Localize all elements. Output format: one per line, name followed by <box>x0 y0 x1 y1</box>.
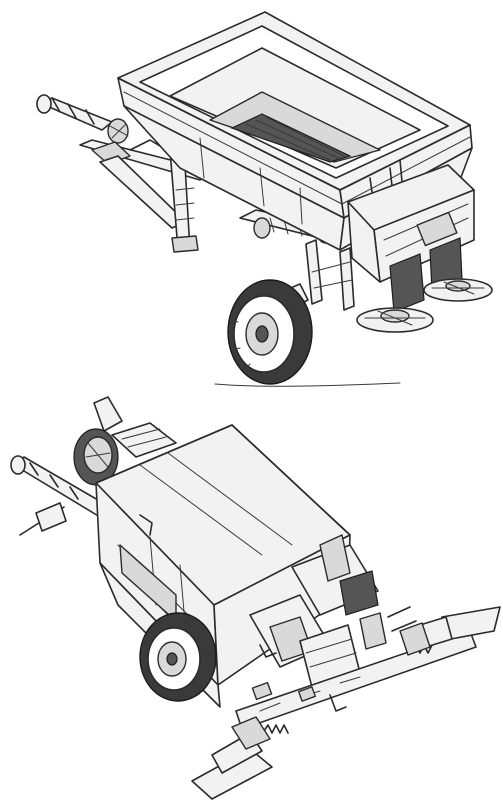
top-wheel <box>227 279 313 385</box>
rear-spread-bar <box>191 606 501 800</box>
hopper-grate <box>230 113 352 163</box>
bottom-spreader-illustration <box>0 395 503 805</box>
pto-shaft <box>36 94 129 144</box>
rear-control-housing <box>347 164 475 313</box>
frame-legs <box>305 239 355 311</box>
spinner-disc-left <box>356 307 434 333</box>
spinner-disc-right <box>423 278 493 302</box>
ground-line <box>214 382 401 387</box>
hitch-drawbar <box>79 139 211 253</box>
top-spreader-illustration <box>0 0 503 395</box>
rear-mechanism <box>249 534 417 696</box>
mounting-brackets <box>139 514 347 712</box>
bottom-spreader-svg <box>10 396 501 800</box>
top-spreader-svg <box>36 11 493 387</box>
bottom-wheel <box>139 612 217 702</box>
blower-assembly <box>73 396 177 486</box>
